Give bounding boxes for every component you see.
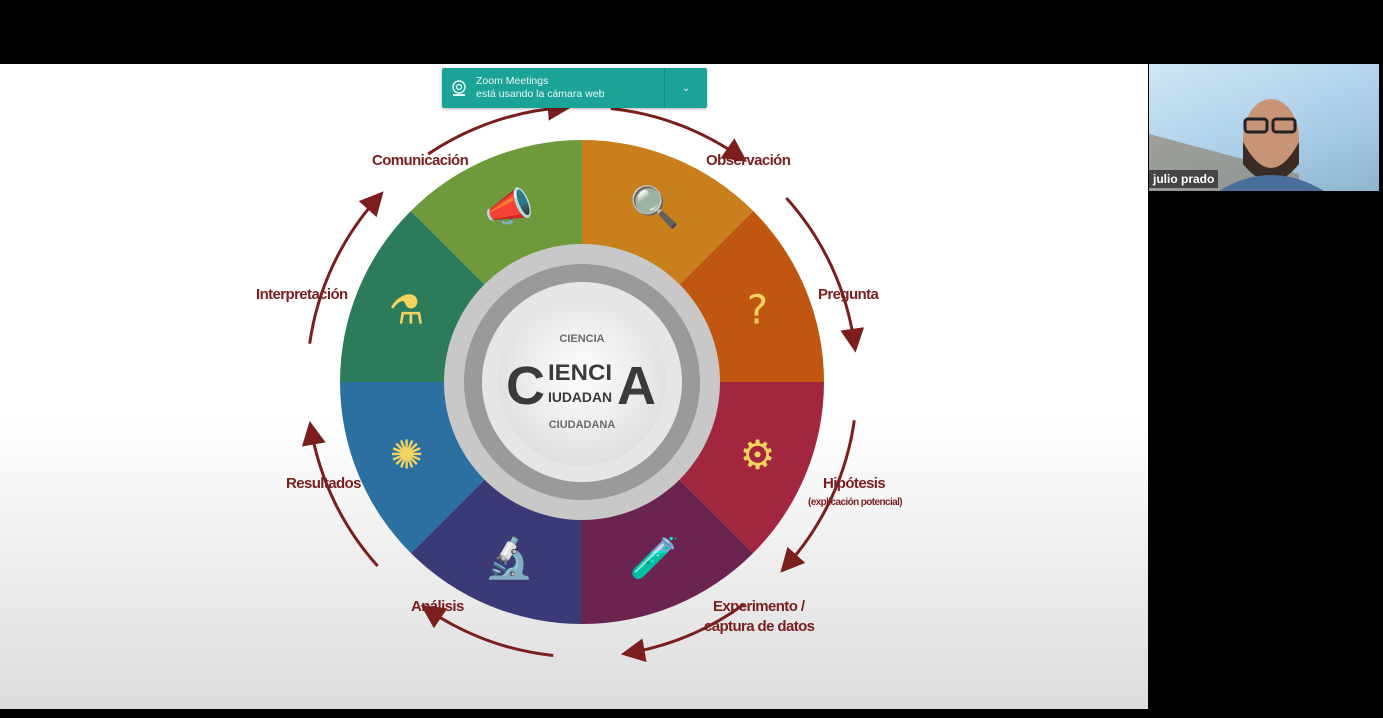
cycle-arrow: [620, 603, 745, 663]
megaphone-devices-icon: 📣: [484, 184, 534, 230]
flask-icon: ⚗: [389, 287, 425, 333]
notification-message: está usando la cámara web: [476, 88, 605, 100]
webcam-icon: [442, 68, 476, 108]
stage-label-pregunta: Pregunta: [818, 286, 879, 303]
brain-question-icon: ?: [747, 287, 768, 333]
cycle-arrow: [785, 196, 865, 353]
cycle-arrow: [780, 420, 856, 573]
cycle-arrow: [610, 107, 748, 162]
stage-label-comunicacion: Comunicación: [372, 152, 469, 169]
cycle-arrow: [301, 420, 379, 568]
cycle-arrow: [308, 191, 384, 344]
stage-label-analisis: Análisis: [411, 598, 464, 615]
logo-caption-line1: CIENCIA: [559, 333, 604, 345]
gears-icon: ⚙: [740, 433, 776, 479]
logo-text-line2: IUDADAN: [548, 389, 612, 405]
cycle-arrow: [420, 604, 554, 657]
magnifier-icon: 🔍: [630, 181, 680, 230]
notification-title: Zoom Meetings: [476, 75, 549, 87]
logo-caption-line2: CIUDADANA: [549, 419, 616, 431]
presentation-slide: 🔍? ⚙ 🧪 🔬 ✺ ⚗ 📣 CIENCIA C IENCI IUDADAN A CIUDA…: [0, 64, 1148, 709]
chevron-down-icon[interactable]: ⌄: [664, 68, 707, 108]
participant-video[interactable]: [1149, 64, 1379, 191]
stage-label-experimento-2: captura de datos: [704, 618, 815, 635]
cycle-arrow: [427, 96, 572, 156]
citizen-science-cycle-diagram: 🔍? ⚙ 🧪 🔬 ✺ ⚗ 📣 CIENCIA C IENCI IUDADAN A CIUDA…: [256, 96, 903, 663]
stage-sublabel-hipotesis: (explicación potencial): [808, 497, 902, 508]
participant-name-label: julio prado: [1149, 170, 1219, 188]
camera-notification[interactable]: Zoom Meetings está usando la cámara web …: [442, 68, 707, 108]
center-disc: [498, 298, 666, 466]
stage-label-observacion: Observación: [706, 152, 791, 169]
stage-label-interpretacion: Interpretación: [256, 286, 348, 303]
network-icon: ✺: [390, 433, 424, 479]
microscope-icon: 🔬: [484, 534, 534, 582]
logo-text-line1: IENCI: [548, 360, 612, 385]
stage-label-experimento: Experimento /: [713, 598, 806, 615]
stage-label-resultados: Resultados: [286, 475, 361, 492]
test-tubes-icon: 🧪: [630, 536, 680, 582]
stage-label-hipotesis: Hipótesis: [823, 475, 885, 492]
logo-letter-c: C: [506, 356, 545, 416]
logo-letter-a: A: [617, 356, 656, 416]
